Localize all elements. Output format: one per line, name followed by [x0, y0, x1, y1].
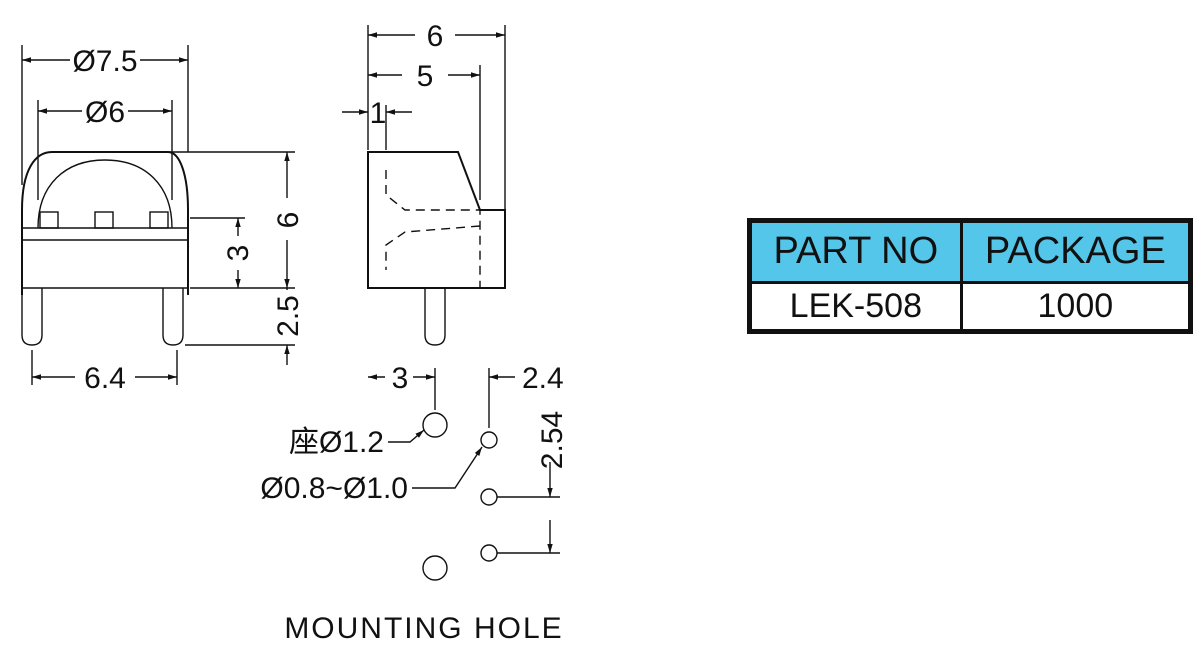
dim-total-depth: 6	[427, 20, 444, 53]
cell-package: 1000	[959, 280, 1193, 334]
label-seat-diameter: 座Ø1.2	[289, 426, 384, 459]
dim-height: 6	[272, 212, 305, 229]
dim-inner-diameter: Ø6	[85, 96, 125, 129]
pin-hole	[480, 488, 498, 506]
seat-hole	[422, 555, 448, 581]
mounting-hole-caption: MOUNTING HOLE	[284, 612, 563, 645]
side-lead-pin	[424, 288, 446, 346]
table-row: LEK-508 1000	[748, 280, 1193, 334]
lamp-holder-side-outline	[367, 151, 506, 289]
header-package: PACKAGE	[959, 219, 1193, 284]
table-header-row: PART NO PACKAGE	[748, 219, 1193, 284]
dim-offset: 1	[370, 97, 387, 130]
pin-hole	[480, 431, 498, 449]
dim-hole-pitch: 2.54	[536, 411, 569, 469]
header-part-no: PART NO	[748, 219, 963, 284]
label-hole-diameter: Ø0.8~Ø1.0	[260, 472, 408, 505]
dim-outer-diameter: Ø7.5	[72, 45, 137, 78]
dim-hole-offset-b: 2.4	[522, 362, 564, 395]
seat-hole	[422, 412, 448, 438]
dim-lead-length: 2.5	[272, 295, 305, 337]
mounting-hole-pattern: 3 2.4 2.54 座Ø1.2 Ø0.8~Ø1.0 MOUNTING HOLE	[260, 362, 569, 645]
lamp-holder-front-outline	[21, 151, 189, 295]
front-view: Ø7.5 Ø6 6 3 2.5 6.4	[21, 45, 305, 395]
dim-hole-offset-a: 3	[392, 362, 409, 395]
dim-lead-spacing: 6.4	[84, 362, 126, 395]
cell-part-no: LEK-508	[748, 280, 963, 334]
side-view: 6 5 1	[342, 20, 506, 346]
dim-body-depth: 5	[417, 60, 434, 93]
part-spec-table: PART NO PACKAGE LEK-508 1000	[747, 218, 1193, 334]
lead-pins	[21, 288, 184, 346]
pin-hole	[480, 544, 498, 562]
dim-step-height: 3	[222, 245, 255, 262]
